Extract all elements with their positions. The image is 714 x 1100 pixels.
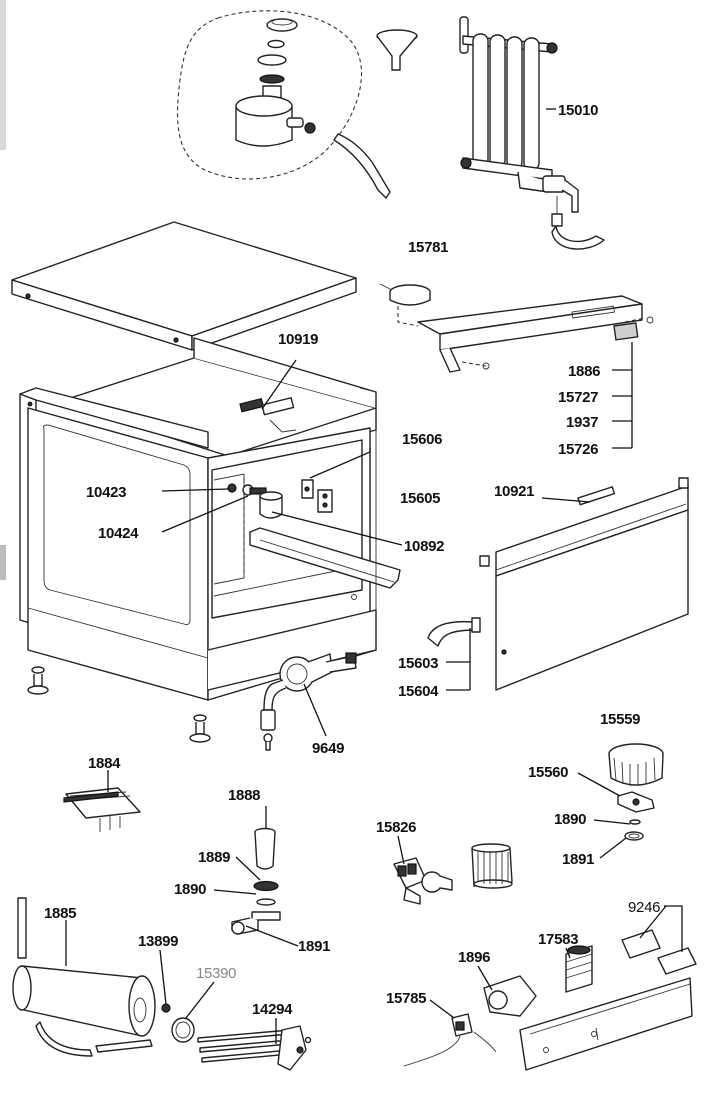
drain-pump-9649 [260, 652, 357, 731]
label-1891-knob: 1891 [562, 851, 594, 868]
label-14294: 14294 [252, 1001, 293, 1018]
label-9246: 9246 [628, 899, 660, 916]
label-10424: 10424 [98, 525, 139, 542]
label-1884: 1884 [88, 755, 121, 772]
label-1885: 1885 [44, 905, 76, 922]
label-1886: 1886 [568, 363, 600, 380]
feet [27, 666, 273, 751]
control-strip-assembly [379, 283, 654, 373]
leader-lines [65, 108, 683, 1044]
label-15605: 15605 [400, 490, 440, 507]
label-15606: 15606 [402, 431, 442, 448]
water-softener-pipes [459, 16, 605, 250]
inner-door-panel [479, 477, 689, 691]
label-1889: 1889 [198, 849, 230, 866]
tank-1885 [12, 897, 156, 1057]
heater-assembly-14294 [161, 1003, 312, 1071]
control-panel-assembly [403, 929, 697, 1071]
label-10423: 10423 [86, 484, 126, 501]
salt-container-assembly [176, 10, 391, 199]
label-15727: 15727 [558, 389, 598, 406]
label-15826: 15826 [376, 819, 416, 836]
label-1891-fitting: 1891 [298, 938, 330, 955]
label-10919: 10919 [278, 331, 318, 348]
label-17583: 17583 [538, 931, 578, 948]
part-labels: 15010 15781 10919 1886 15727 1937 15726 … [44, 102, 660, 1018]
label-15559: 15559 [600, 711, 640, 728]
label-15726: 15726 [558, 441, 598, 458]
label-1890-fitting: 1890 [174, 881, 206, 898]
top-bracket-10919 [239, 397, 297, 433]
label-9649: 9649 [312, 740, 344, 757]
overflow-fitting [231, 827, 281, 935]
funnel [376, 29, 418, 71]
softener-knob-15559 [608, 743, 664, 841]
label-1890-knob: 1890 [554, 811, 586, 828]
label-15781: 15781 [408, 239, 448, 256]
label-1888: 1888 [228, 787, 260, 804]
label-10892: 10892 [404, 538, 444, 555]
label-1896: 1896 [458, 949, 490, 966]
cabinet-body [19, 337, 401, 701]
label-15390: 15390 [196, 965, 236, 982]
page-edge-strip [0, 0, 6, 150]
label-15603: 15603 [398, 655, 438, 672]
heating-element-1884 [63, 787, 141, 832]
label-1937: 1937 [566, 414, 598, 431]
label-15785: 15785 [386, 990, 426, 1007]
internal-fittings [227, 479, 333, 519]
inlet-valve-15826 [393, 843, 513, 905]
label-15604: 15604 [398, 683, 439, 700]
page-edge-strip [0, 545, 6, 580]
label-15560: 15560 [528, 764, 568, 781]
label-15010: 15010 [558, 102, 598, 119]
top-cover [11, 221, 357, 351]
hose-15603 [427, 617, 481, 647]
label-10921: 10921 [494, 483, 534, 500]
label-13899: 13899 [138, 933, 178, 950]
